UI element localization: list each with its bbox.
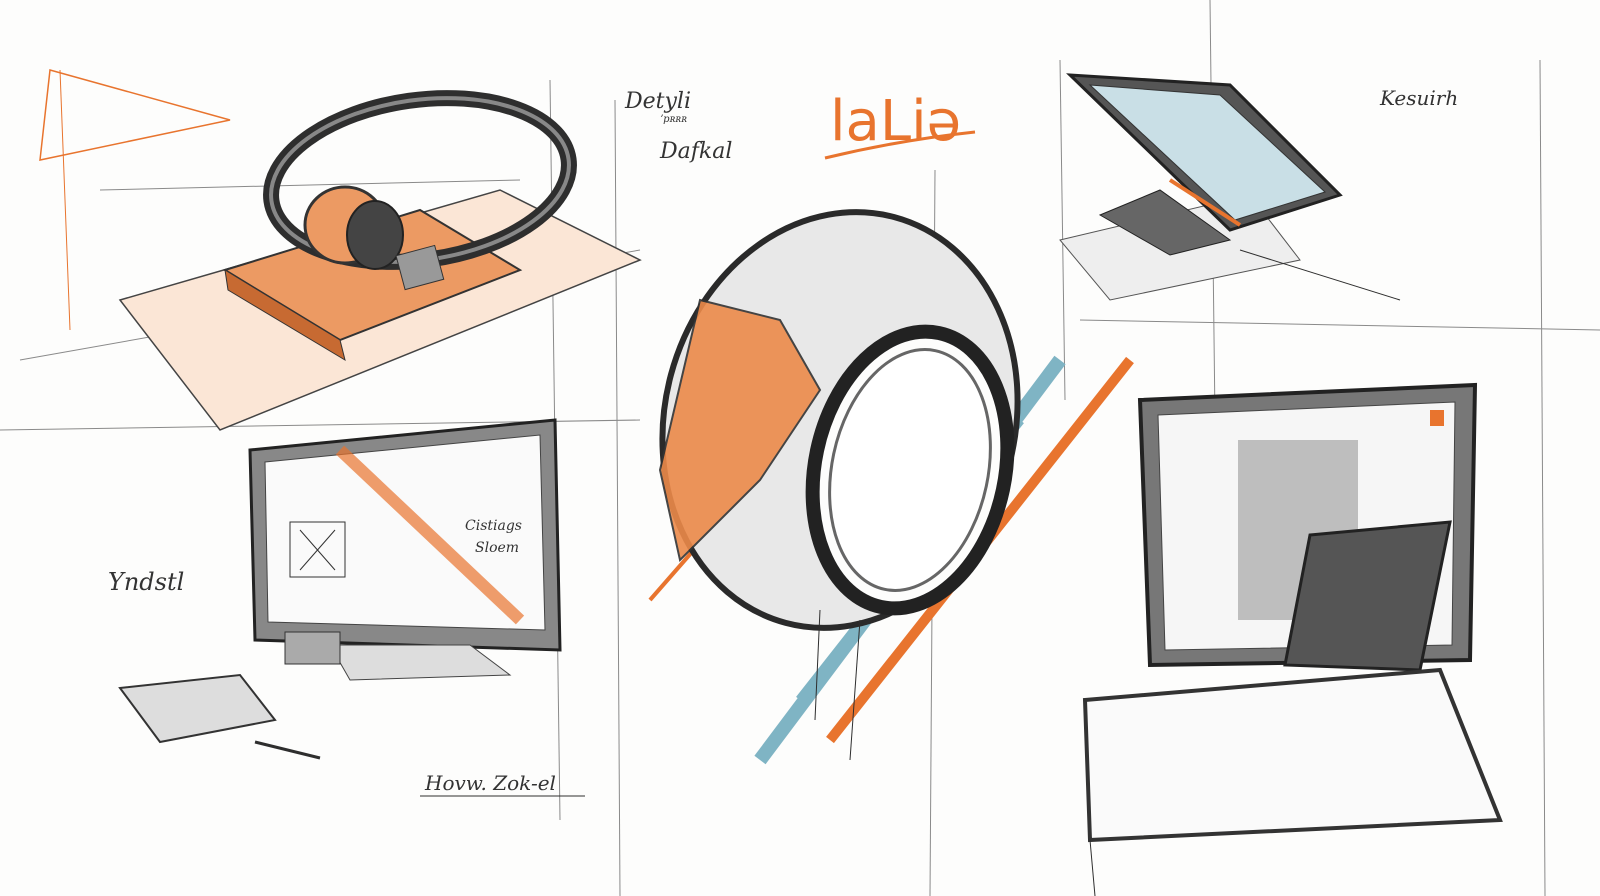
monitor-laptop-sketch xyxy=(1082,382,1503,896)
detail-label-2: Dafkal xyxy=(659,139,732,164)
tablet-stand-sketch xyxy=(1059,73,1401,301)
detail-sublabel-1: ʼpʀʀʀ xyxy=(660,114,687,125)
ring-device-sketch xyxy=(648,209,1134,765)
top-right-label: Kesuirh xyxy=(1379,86,1458,110)
monitor-note-1: Cistiags xyxy=(465,518,522,534)
desktop-monitor-sketch xyxy=(118,418,562,760)
headphones-sketch xyxy=(39,69,642,431)
monitor-note-2: Sloem xyxy=(475,540,519,556)
left-label: Yndstl xyxy=(108,568,184,596)
bottom-label: Hovw. Zok-el xyxy=(424,771,556,795)
detail-label-1: Detyli xyxy=(624,89,691,114)
